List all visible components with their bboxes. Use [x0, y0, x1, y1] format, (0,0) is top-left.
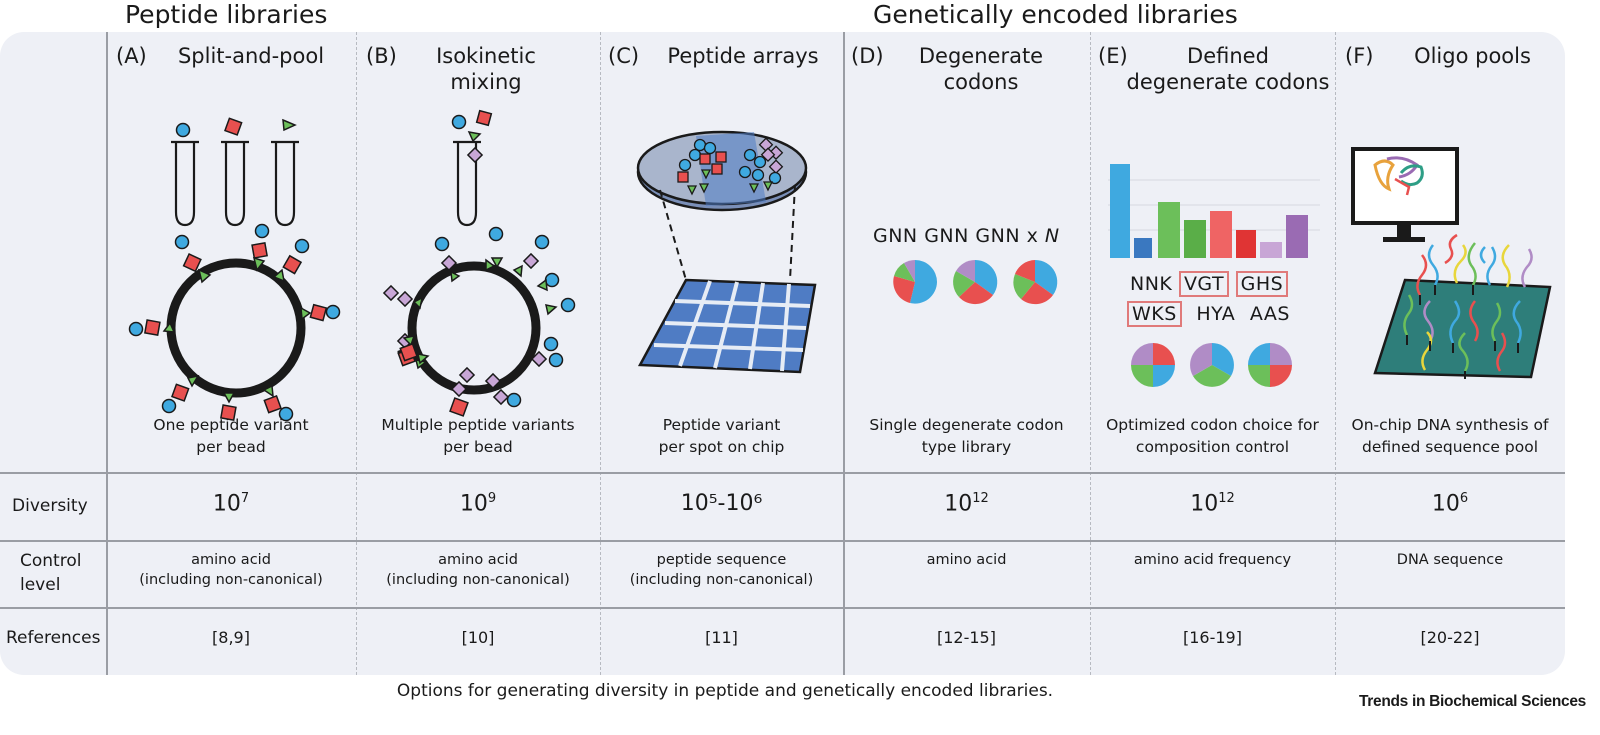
genetic-libraries-title: Genetically encoded libraries	[873, 0, 1238, 29]
row-divider	[0, 607, 1565, 609]
diversity-exponent: 7	[240, 491, 250, 506]
control-d: amino acid	[926, 552, 1007, 568]
caption-c: Peptide variant per spot on chip	[658, 416, 785, 456]
diversity-d: 1012	[843, 491, 1090, 516]
caption-b: Multiple peptide variants per bead	[381, 416, 575, 456]
reference-d: [12-15]	[937, 628, 996, 647]
group-divider	[843, 32, 845, 675]
control-c: peptide sequence (including non-canonica…	[629, 552, 814, 588]
diversity-f: 106	[1335, 491, 1565, 516]
row-divider	[0, 472, 1565, 474]
diversity-base: 10	[459, 491, 488, 517]
bar	[1110, 164, 1130, 258]
formula-text: GNN GNN GNN x	[873, 225, 1045, 247]
diversity-exponent: 12	[1218, 491, 1235, 506]
diversity-e: 1012	[1090, 491, 1335, 516]
pie-chart	[893, 260, 937, 304]
column-divider	[600, 32, 601, 675]
control-b: amino acid (including non-canonical)	[386, 552, 570, 588]
bar	[1158, 202, 1180, 258]
diversity-exponent: 9	[487, 491, 497, 506]
caption-f: On-chip DNA synthesis of defined sequenc…	[1351, 416, 1549, 456]
degenerate-pie-charts	[893, 259, 1058, 305]
pie-chart	[1131, 343, 1175, 387]
formula-variable: N	[1044, 225, 1060, 247]
peptide-array-illustration	[636, 130, 817, 374]
caption-e: Optimized codon choice for composition c…	[1106, 416, 1319, 456]
column-letter: (C)	[608, 44, 640, 68]
reference-f: [20-22]	[1420, 628, 1480, 647]
row-label-diversity: Diversity	[12, 496, 88, 516]
codon-highlighted: GHS	[1235, 271, 1289, 297]
diversity-base: 10	[944, 491, 973, 517]
column-letter: (E)	[1098, 44, 1128, 68]
diversity-c: 10⁵-10⁶	[680, 491, 763, 516]
defined-pie-charts	[1131, 343, 1292, 387]
column-title: Defined degenerate codons	[1126, 44, 1330, 94]
row-label-control: Control level	[20, 551, 82, 595]
reference-a: [8,9]	[212, 628, 250, 647]
codon: HYA	[1196, 303, 1236, 325]
diversity-exponent: 6	[1459, 491, 1469, 506]
diversity-base: 10	[1190, 491, 1219, 517]
column-letter: (F)	[1345, 44, 1374, 68]
column-divider	[356, 32, 357, 675]
reference-e: [16-19]	[1183, 628, 1242, 647]
column-letter: (A)	[116, 44, 147, 68]
control-a: amino acid (including non-canonical)	[139, 552, 323, 588]
row-label-references: References	[6, 628, 101, 648]
diversity-base: 10	[212, 491, 241, 517]
codon-row-1: NNK VGT GHS	[1130, 271, 1289, 297]
bar	[1210, 211, 1232, 258]
column-title: Degenerate codons	[918, 44, 1044, 94]
control-f: DNA sequence	[1396, 552, 1504, 568]
diversity-b: 109	[356, 491, 600, 516]
column-title: Split-and-pool	[177, 44, 325, 68]
caption-a: One peptide variant per bead	[153, 416, 309, 456]
column-title: Peptide arrays	[667, 44, 819, 68]
diversity-base: 10	[1431, 491, 1460, 517]
codon-row-2: WKS HYA AAS	[1127, 301, 1290, 327]
column-letter: (D)	[851, 44, 884, 68]
degenerate-formula: GNN GNN GNN x N	[873, 225, 1060, 247]
reference-c: [11]	[705, 628, 738, 647]
column-letter: (B)	[366, 44, 397, 68]
split-and-pool-illustration	[128, 117, 341, 422]
row-divider	[0, 540, 1565, 542]
codon-bar-chart	[1108, 164, 1320, 258]
oligo-pool-illustration	[1351, 147, 1552, 379]
column-divider	[1090, 32, 1091, 675]
diversity-exponent: 12	[972, 491, 989, 506]
bar	[1236, 230, 1256, 258]
codon: AAS	[1249, 303, 1290, 325]
bar	[1260, 242, 1282, 258]
diversity-a: 107	[106, 491, 356, 516]
peptide-libraries-title: Peptide libraries	[125, 0, 328, 29]
column-title: Isokinetic mixing	[436, 44, 536, 94]
reference-b: [10]	[461, 628, 495, 647]
pie-chart	[1190, 343, 1234, 387]
bar	[1184, 220, 1206, 258]
codon-highlighted: VGT	[1178, 271, 1230, 297]
isokinetic-mixing-illustration	[382, 109, 576, 417]
pie-chart	[1248, 343, 1292, 387]
bar	[1134, 238, 1152, 258]
figure-caption: Options for generating diversity in pept…	[396, 681, 1054, 701]
codon-highlighted: WKS	[1127, 301, 1182, 327]
column-divider	[1335, 32, 1336, 675]
codon: NNK	[1130, 273, 1173, 295]
journal-brand: Trends in Biochemical Sciences	[1358, 693, 1586, 710]
caption-d: Single degenerate codon type library	[869, 416, 1064, 456]
bar	[1286, 215, 1308, 258]
pie-chart	[953, 259, 998, 305]
control-e: amino acid frequency	[1133, 552, 1292, 568]
column-title: Oligo pools	[1414, 44, 1531, 68]
row-label-divider	[106, 32, 108, 675]
pie-chart	[1013, 259, 1058, 305]
